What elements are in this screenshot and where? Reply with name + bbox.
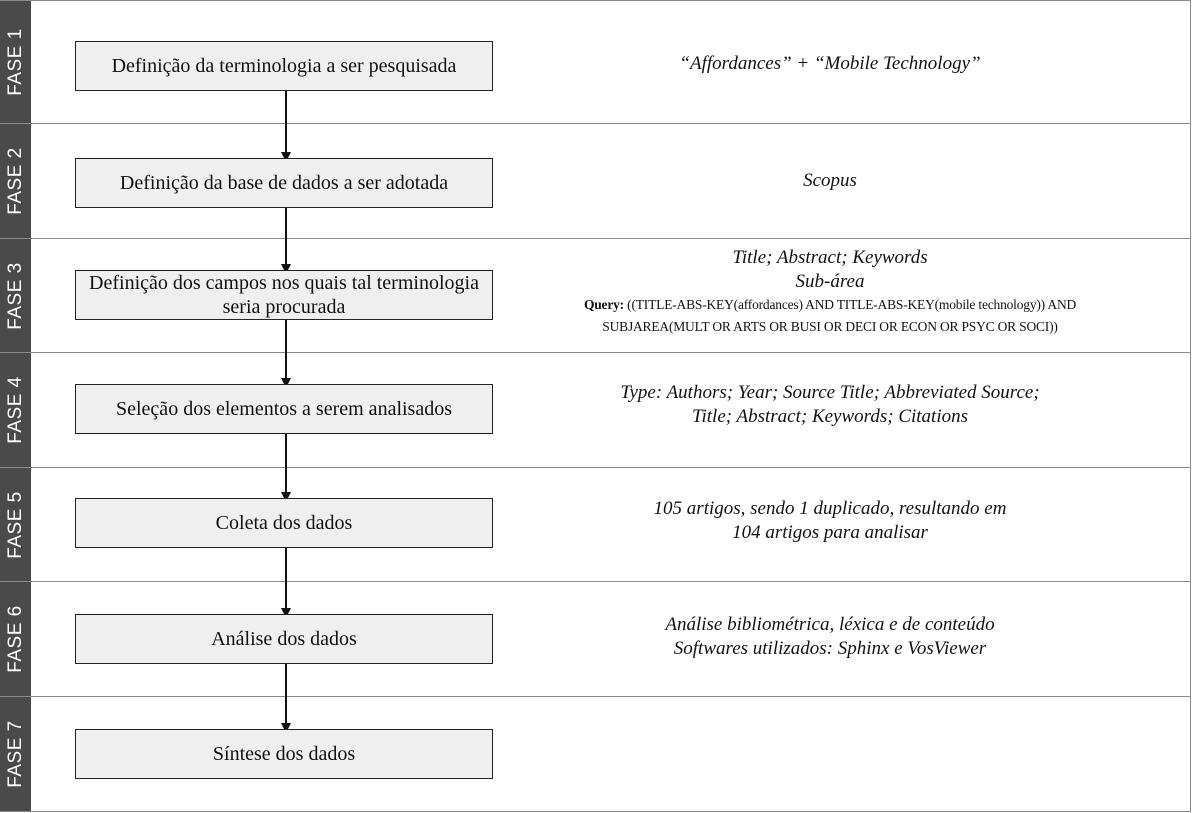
phase-description-2: Scopus <box>500 169 1160 193</box>
phase-row-3: FASE 3 <box>0 238 1191 352</box>
phase-row-2: FASE 2 <box>0 123 1191 238</box>
step-text: Definição da base de dados a ser adotada <box>119 172 449 194</box>
phase-row-5: FASE 5 <box>0 467 1191 581</box>
step-text: Coleta dos dados <box>215 512 353 534</box>
description-line: 104 artigos para analisar <box>732 522 928 543</box>
description-line: Title; Abstract; Keywords <box>732 247 928 268</box>
step-box-3: Definição dos campos nos quais tal termi… <box>75 270 493 320</box>
query-label: Query: <box>583 297 624 312</box>
phase-description-1: “Affordances” + “Mobile Technology” <box>500 52 1160 76</box>
phase-row-1: FASE 1 <box>0 0 1191 123</box>
description-line: Scopus <box>803 170 857 191</box>
phase-label-bar: FASE 6 <box>0 582 31 696</box>
phase-label-bar: FASE 5 <box>0 468 31 581</box>
phase-label-bar: FASE 7 <box>0 697 31 811</box>
step-text: Análise dos dados <box>211 628 357 650</box>
phase-row-6: FASE 6 <box>0 581 1191 696</box>
phase-label-bar: FASE 4 <box>0 353 31 467</box>
phase-description-6: Análise bibliométrica, léxica e de conte… <box>500 613 1160 661</box>
step-box-6: Análise dos dados <box>75 614 493 664</box>
phase-description-5: 105 artigos, sendo 1 duplicado, resultan… <box>500 497 1160 545</box>
description-line: Análise bibliométrica, léxica e de conte… <box>665 614 995 635</box>
description-line: 105 artigos, sendo 1 duplicado, resultan… <box>653 498 1007 519</box>
step-box-5: Coleta dos dados <box>75 498 493 548</box>
description-line: Title; Abstract; Keywords; Citations <box>691 406 969 427</box>
description-line: Softwares utilizados: Sphinx e VosViewer <box>673 638 987 659</box>
step-text: Definição dos campos nos quais tal termi… <box>89 272 479 318</box>
step-text: Definição da terminologia a ser pesquisa… <box>111 55 457 77</box>
phase-label-bar: FASE 2 <box>0 124 31 238</box>
phase-label-bar: FASE 1 <box>0 1 31 123</box>
phase-label-bar: FASE 3 <box>0 239 31 352</box>
phase-row-7: FASE 7 <box>0 696 1191 812</box>
step-text: Seleção dos elementos a serem analisados <box>116 398 452 420</box>
description-line: “Affordances” + “Mobile Technology” <box>679 53 981 74</box>
query-line-2: SUBJAREA(MULT OR ARTS OR BUSI OR DECI OR… <box>602 319 1058 334</box>
step-box-2: Definição da base de dados a ser adotada <box>75 158 493 208</box>
description-line: Type: Authors; Year; Source Title; Abbre… <box>620 382 1040 403</box>
step-box-7: Síntese dos dados <box>75 729 493 779</box>
step-text: Síntese dos dados <box>212 743 356 765</box>
phase-row-4: FASE 4 <box>0 352 1191 467</box>
query-line-1: Query: ((TITLE-ABS-KEY(affordances) AND … <box>500 294 1160 316</box>
description-line: Sub-área <box>795 271 865 292</box>
step-box-4: Seleção dos elementos a serem analisados <box>75 384 493 434</box>
step-box-1: Definição da terminologia a ser pesquisa… <box>75 41 493 91</box>
phase-description-4: Type: Authors; Year; Source Title; Abbre… <box>500 381 1160 429</box>
query-text: ((TITLE-ABS-KEY(affordances) AND TITLE-A… <box>627 297 1077 312</box>
